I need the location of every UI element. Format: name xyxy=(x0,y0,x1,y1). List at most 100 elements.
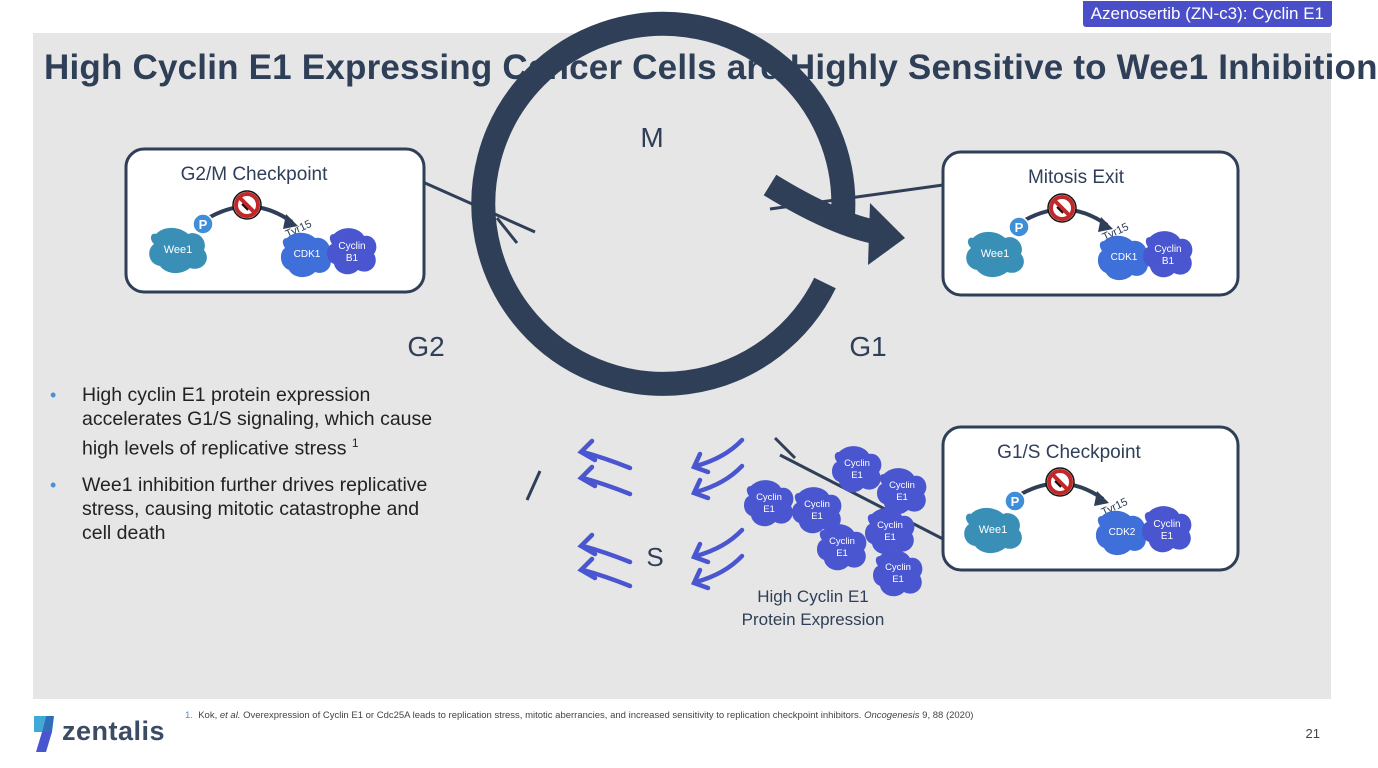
svg-text:Cyclin: Cyclin xyxy=(889,480,915,491)
page-number: 21 xyxy=(1305,726,1320,741)
svg-text:Cyclin: Cyclin xyxy=(1153,519,1180,530)
svg-text:E1: E1 xyxy=(892,574,904,585)
bullet-footnote-ref: 1 xyxy=(351,436,359,450)
svg-text:CDK1: CDK1 xyxy=(294,249,321,260)
cdk1-protein: CDK1 xyxy=(1097,235,1148,281)
phase-label-g1: G1 xyxy=(849,331,886,362)
phase-label-g2: G2 xyxy=(407,331,444,362)
phospho-arrowhead xyxy=(1098,217,1113,232)
svg-text:E1: E1 xyxy=(851,470,863,481)
svg-text:E1: E1 xyxy=(1161,531,1174,542)
g2m-checkpoint-box: G2/M Checkpoint Wee1 P Tyr15 CDK1 Cyclin… xyxy=(124,147,426,294)
stress-arrow xyxy=(693,437,745,469)
stress-arrow-head xyxy=(690,451,711,475)
phase-label-s: S xyxy=(646,542,663,572)
svg-text:E1: E1 xyxy=(763,504,775,515)
svg-text:E1: E1 xyxy=(836,548,848,559)
phosphate-icon xyxy=(1008,216,1030,238)
stress-arrow-head xyxy=(690,477,711,501)
wee1-protein: Wee1 xyxy=(966,231,1024,278)
svg-text:B1: B1 xyxy=(1162,256,1175,267)
cycle-arrowhead xyxy=(868,203,905,265)
stress-arrows xyxy=(577,437,745,591)
tick-s-g2 xyxy=(525,470,542,501)
footnote-journal: Oncogenesis xyxy=(864,710,920,721)
stress-arrow xyxy=(580,567,633,589)
cdk1-protein: CDK1 xyxy=(280,232,331,278)
phospho-arrowhead xyxy=(1094,491,1109,506)
bullet-dot: • xyxy=(50,474,57,495)
svg-text:Cyclin: Cyclin xyxy=(829,536,855,547)
wee1-protein: Wee1 xyxy=(149,227,207,274)
box-title: Mitosis Exit xyxy=(1028,167,1125,188)
cyclin-e1-blob: Cyclin E1 xyxy=(792,487,842,534)
cyclin-e1-blob: Cyclin E1 xyxy=(817,524,867,571)
svg-text:Cyclin: Cyclin xyxy=(877,520,903,531)
cyclin-e1-cluster: Cyclin E1 Cyclin E1 Cyclin E1 Cyclin E1 … xyxy=(744,446,927,597)
zentalis-logo: zentalis xyxy=(32,714,165,754)
svg-text:Cyclin: Cyclin xyxy=(885,562,911,573)
phase-label-m: M xyxy=(640,122,663,153)
tick-g2m xyxy=(495,217,519,244)
stress-arrow xyxy=(580,449,633,471)
phosphate-label: P xyxy=(1011,494,1020,509)
cell-cycle-ring xyxy=(471,11,856,396)
footnote-number: 1. xyxy=(185,710,193,721)
bullet-item: • High cyclin E1 protein expression acce… xyxy=(50,383,450,461)
box-title: G2/M Checkpoint xyxy=(181,164,329,185)
svg-text:Wee1: Wee1 xyxy=(979,524,1008,536)
bullet-list: • High cyclin E1 protein expression acce… xyxy=(50,383,450,557)
cyclin-e1-blob: Cyclin E1 xyxy=(877,468,927,515)
no-sign-icon xyxy=(1044,466,1076,498)
phosphate-label: P xyxy=(199,217,208,232)
stress-arrow xyxy=(693,463,745,495)
stress-arrow-head xyxy=(690,541,711,565)
stress-arrow-head xyxy=(690,567,711,591)
stress-arrow xyxy=(580,475,633,497)
footnote-tail: 9, 88 (2020) xyxy=(919,710,974,721)
tick-g1-s xyxy=(773,436,797,460)
stress-arrow xyxy=(693,553,745,585)
no-sign-icon xyxy=(231,189,263,221)
footnote-author: Kok, xyxy=(198,710,220,721)
footnote-text: Overexpression of Cyclin E1 or Cdc25A le… xyxy=(240,710,865,721)
svg-text:E1: E1 xyxy=(811,511,823,522)
svg-text:E1: E1 xyxy=(884,532,896,543)
svg-text:Cyclin: Cyclin xyxy=(1154,244,1181,255)
svg-text:Cyclin: Cyclin xyxy=(338,241,365,252)
bullet-item: • Wee1 inhibition further drives replica… xyxy=(50,473,450,545)
phospho-arrowhead xyxy=(283,214,298,229)
expression-label-line2: Protein Expression xyxy=(742,610,885,629)
svg-text:Cyclin: Cyclin xyxy=(804,499,830,510)
cdk2-protein: CDK2 xyxy=(1095,510,1146,556)
page-title: High Cyclin E1 Expressing Cancer Cells a… xyxy=(44,48,1378,87)
cyclin-b1-protein: Cyclin B1 xyxy=(327,228,377,275)
cyclin-b1-protein: Cyclin B1 xyxy=(1143,231,1193,278)
bullet-text: Wee1 inhibition further drives replicati… xyxy=(82,473,428,544)
cyclin-e1-blob: Cyclin E1 xyxy=(832,446,882,493)
section-tag: Azenosertib (ZN-c3): Cyclin E1 xyxy=(1082,1,1332,27)
cycle-arrow-tail xyxy=(763,174,883,245)
cyclin-e1-protein: Cyclin E1 xyxy=(1142,506,1192,553)
cyclin-e1-blob: Cyclin E1 xyxy=(873,550,923,597)
expression-label-line1: High Cyclin E1 xyxy=(757,587,869,606)
svg-text:CDK2: CDK2 xyxy=(1109,527,1136,538)
stress-arrow-head xyxy=(577,532,598,557)
box-title: G1/S Checkpoint xyxy=(997,442,1141,463)
footnote-etal: et al. xyxy=(219,710,241,721)
svg-text:E1: E1 xyxy=(896,492,908,503)
logo-mark-icon xyxy=(34,716,54,752)
stress-arrow-head xyxy=(577,464,598,489)
bullet-dot: • xyxy=(50,385,57,405)
svg-text:CDK1: CDK1 xyxy=(1111,252,1138,263)
stress-arrow-head xyxy=(577,438,598,463)
mitosis-exit-box: Mitosis Exit Wee1 P Tyr15 CDK1 Cyclin B1 xyxy=(941,150,1240,297)
logo-wordmark: zentalis xyxy=(62,716,166,746)
footnote: 1. Kok, et al. Overexpression of Cyclin … xyxy=(185,710,973,721)
cyclin-e1-blob: Cyclin E1 xyxy=(744,480,794,527)
bullet-text: High cyclin E1 protein expression accele… xyxy=(82,384,433,460)
svg-text:Wee1: Wee1 xyxy=(164,244,193,256)
g1s-connector xyxy=(779,453,946,542)
svg-text:Wee1: Wee1 xyxy=(981,248,1010,260)
